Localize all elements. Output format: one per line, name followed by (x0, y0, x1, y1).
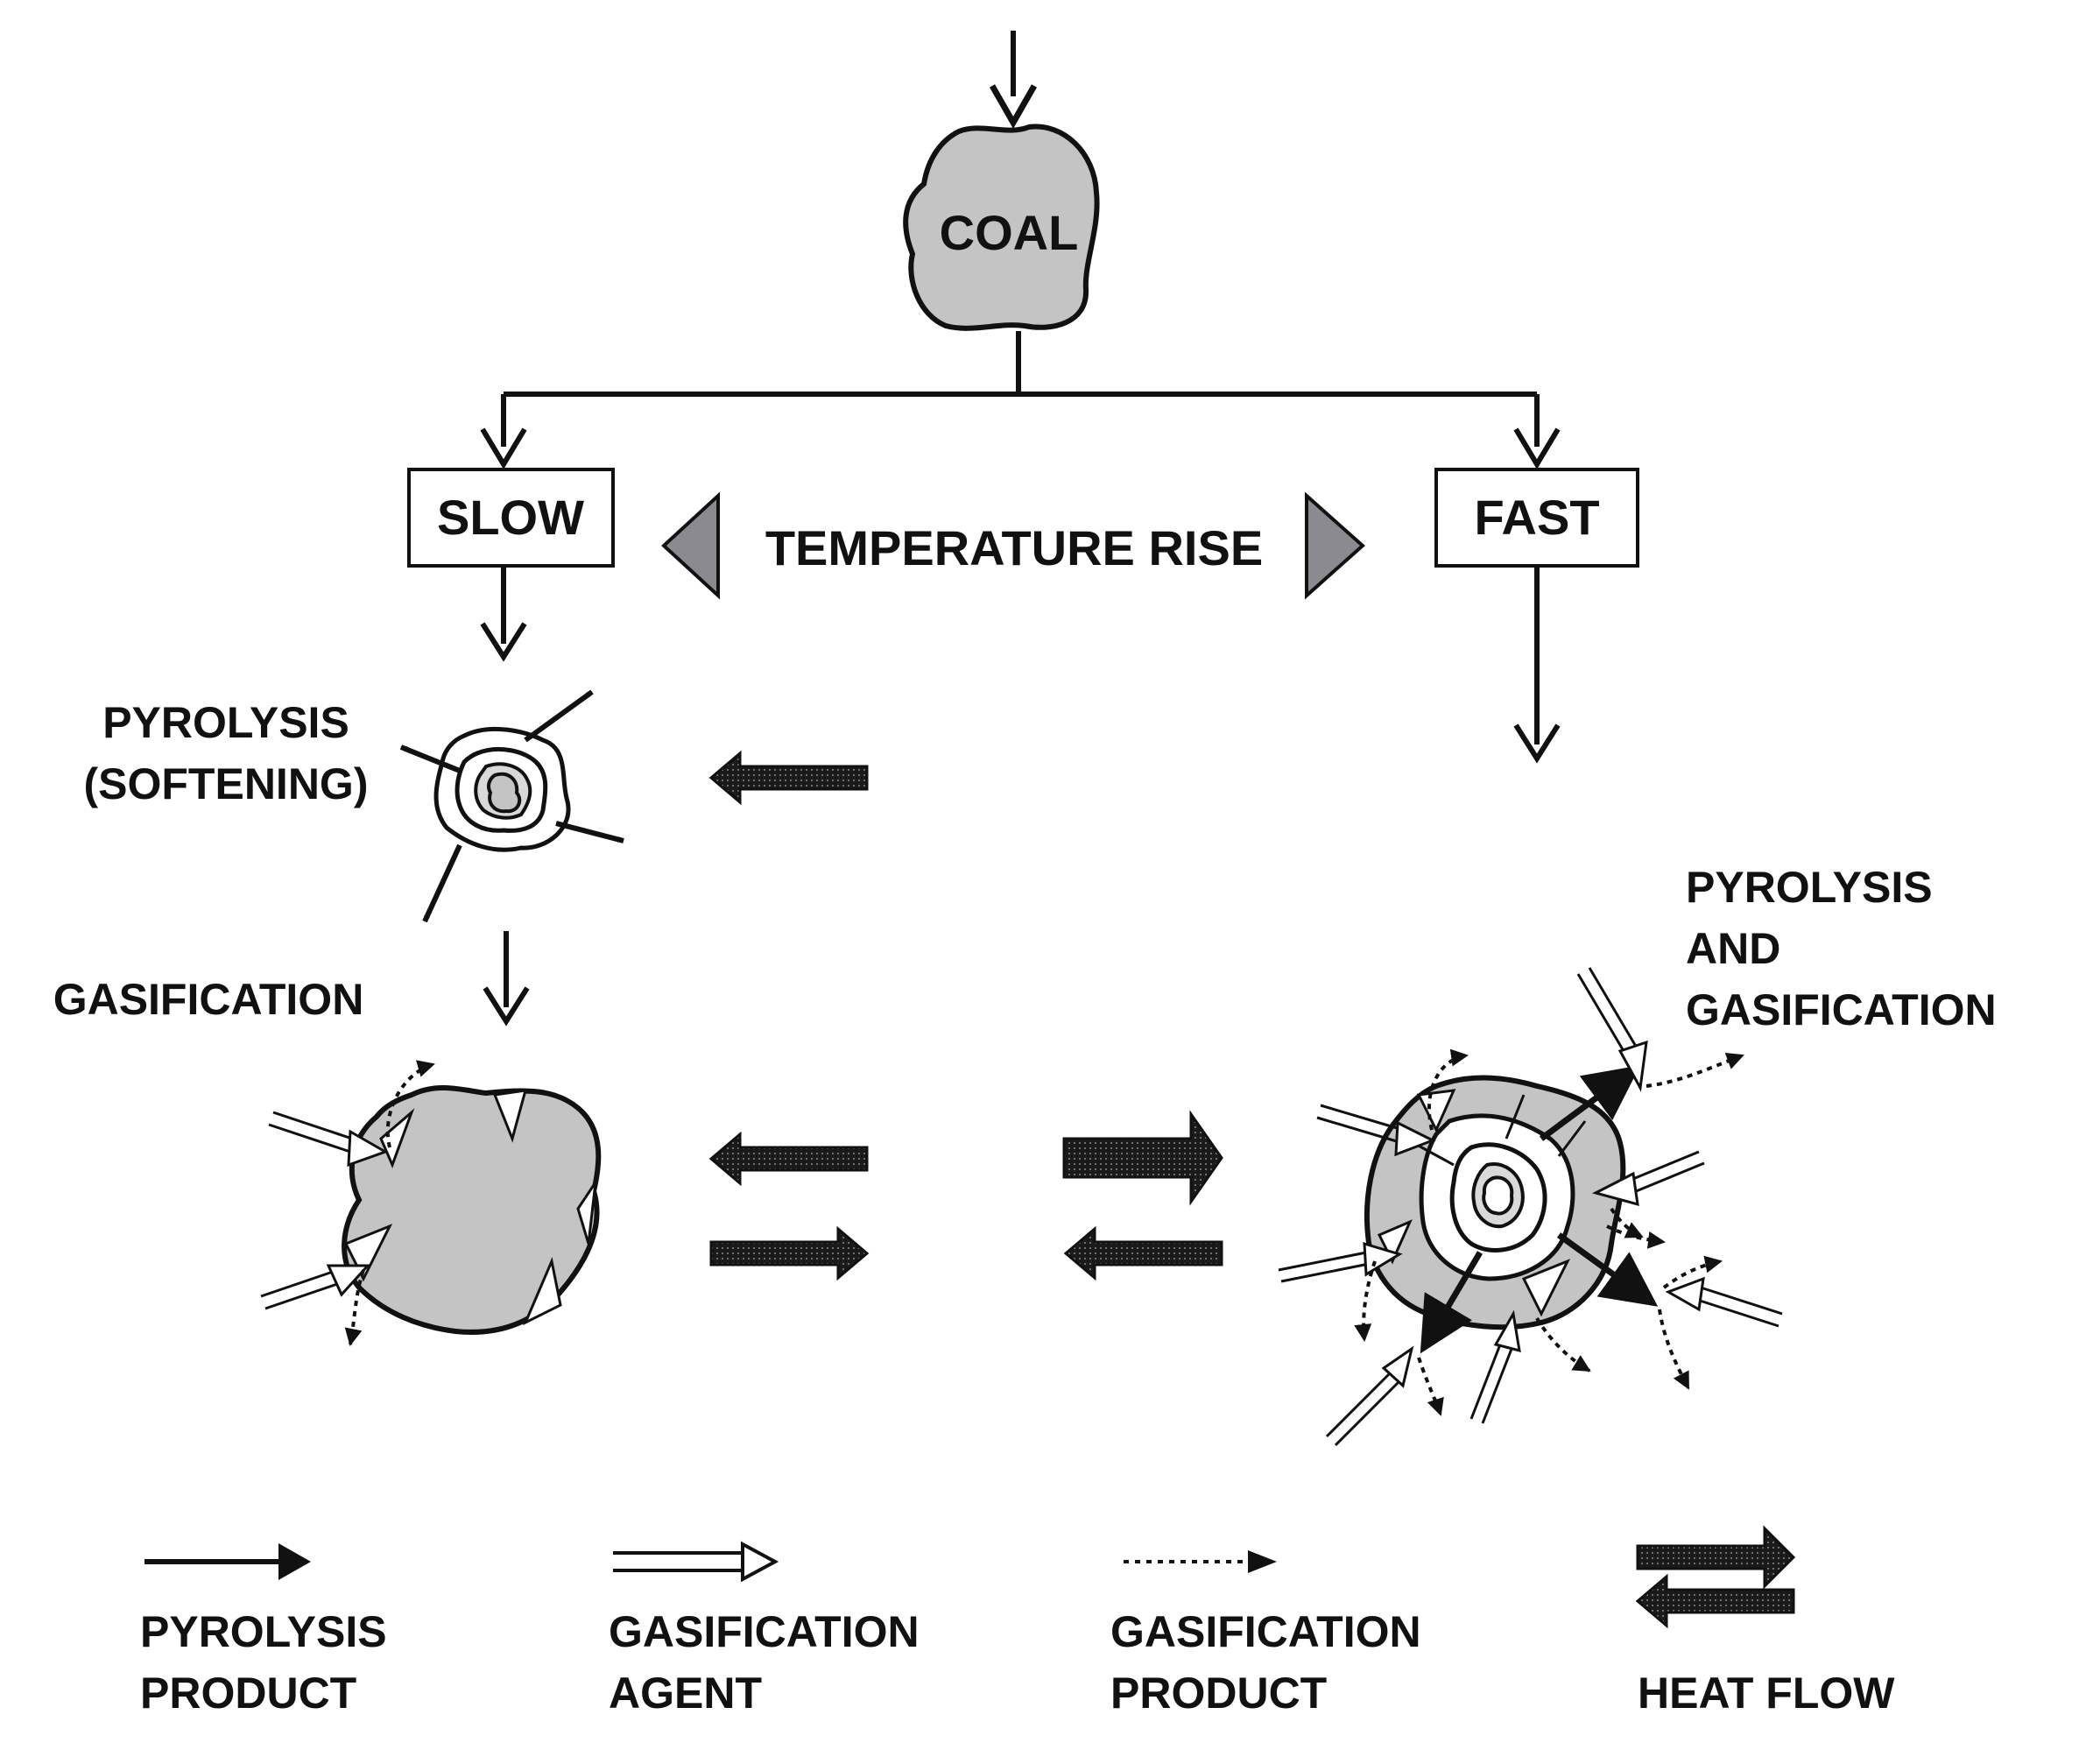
gasification-product-arrows-fast (1354, 1048, 1744, 1416)
legend-pyrolysis-product: PYROLYSIS PRODUCT (140, 1543, 387, 1718)
slow-label: SLOW (437, 490, 584, 545)
legend-gasification-product-line-1: GASIFICATION (1110, 1607, 1421, 1656)
coal-label: COAL (940, 205, 1079, 260)
slow-box: SLOW (407, 468, 615, 568)
char-particle-slow (260, 1060, 602, 1346)
legend-gasification-agent-line-2: AGENT (609, 1669, 762, 1718)
temperature-rise-label: TEMPERATURE RISE (765, 520, 1263, 575)
pyrolysis-and-gasification-label-3: GASIFICATION (1686, 985, 1997, 1034)
heat-flow-arrow-softening (708, 750, 869, 806)
legend-gasification-product: GASIFICATION PRODUCT (1110, 1550, 1421, 1718)
input-arrow (989, 31, 1038, 130)
fast-particle (1278, 967, 1783, 1447)
gasification-label: GASIFICATION (53, 975, 364, 1024)
legend-pyrolysis-product-line-2: PRODUCT (140, 1669, 356, 1718)
fast-down-arrow (1513, 568, 1561, 764)
legend-gasification-agent: GASIFICATION AGENT (609, 1541, 920, 1718)
legend: PYROLYSIS PRODUCT GASIFICATION AGENT GAS… (140, 1525, 1895, 1718)
fast-label: FAST (1474, 490, 1599, 545)
legend-gasification-agent-line-1: GASIFICATION (609, 1607, 920, 1656)
gasification-down-arrow (483, 931, 530, 1027)
pyrolysis-softening-label-2: (SOFTENING) (84, 759, 369, 808)
pyrolysis-softening-label-1: PYROLYSIS (102, 698, 349, 747)
gasification-agent-arrow-slow-2 (260, 1264, 371, 1310)
legend-heat-flow-label: HEAT FLOW (1638, 1669, 1895, 1718)
slow-down-arrow (480, 568, 527, 662)
triangle-left-icon (661, 491, 720, 600)
gasification-agent-arrow-slow-1 (268, 1111, 389, 1168)
gasification-agent-arrows-fast (1278, 967, 1783, 1447)
pyrolysis-and-gasification-label-1: PYROLYSIS (1686, 863, 1933, 912)
pyrolysis-and-gasification-label-2: AND (1686, 924, 1780, 973)
branch-connector (480, 331, 1561, 469)
legend-gasification-product-line-2: PRODUCT (1110, 1669, 1327, 1718)
coal-particle: COAL (903, 123, 1100, 331)
fast-box: FAST (1434, 468, 1639, 568)
softening-particle (399, 689, 624, 923)
temperature-rise-indicator: TEMPERATURE RISE (661, 491, 1366, 600)
heat-flow-arrows-fast (1062, 1110, 1223, 1281)
legend-heat-flow: HEAT FLOW (1635, 1525, 1895, 1718)
triangle-right-icon (1305, 491, 1366, 600)
heat-flow-arrows-slow (708, 1131, 870, 1281)
legend-pyrolysis-product-line-1: PYROLYSIS (140, 1607, 387, 1656)
